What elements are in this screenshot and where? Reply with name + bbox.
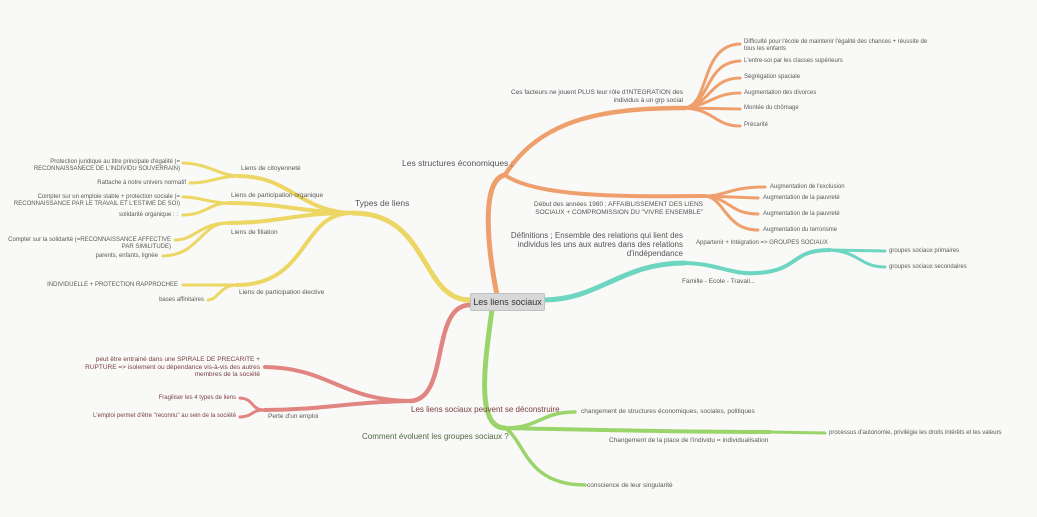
node-definitions[interactable]: Définitions ; Ensemble des relations qui… (510, 231, 683, 258)
node-individualisation[interactable]: Changement de la place de l'individu = i… (609, 437, 769, 444)
node-debut-1980[interactable]: Début des années 1980 ; AFFAIBLISSEMENT … (534, 201, 703, 216)
leaf-bases-affinitaires[interactable]: bases affinitaires (159, 297, 204, 303)
leaf-pauvrete-2[interactable]: Augmentation de la pauvreté (763, 211, 840, 217)
node-organique[interactable]: Liens de participation organique (231, 192, 324, 199)
leaf-ecole[interactable]: Difficulté pour l'école de maintenir l'é… (744, 39, 928, 52)
leaf-terrorisme[interactable]: Augmentation du terrorisme (763, 227, 838, 233)
leaf-exclusion[interactable]: Augmentation de l'exclusion (770, 184, 845, 190)
node-filiation[interactable]: Liens de filiation (231, 229, 278, 236)
leaf-entre-soi[interactable]: L'entre-soi par les classes supérieurs (744, 58, 843, 64)
leaf-divorces[interactable]: Augmentation des divorces (744, 90, 817, 96)
leaf-groupes-secondaires[interactable]: groupes sociaux secondaires (889, 264, 967, 270)
leaf-singularite[interactable]: conscience de leur singularité (587, 482, 673, 489)
orange-branch (485, 42, 767, 298)
node-deconstruire[interactable]: Les liens sociaux peuvent se déconstruir… (411, 405, 560, 414)
green-branch (482, 307, 827, 487)
leaf-emploi-stable[interactable]: Compter sur un emploie stable + protecti… (13, 194, 180, 207)
leaf-autonomie[interactable]: processus d'autonomie, privilégie les dr… (829, 430, 1002, 436)
leaf-pauvrete-1[interactable]: Augmentation de la pauvreté (763, 195, 840, 201)
leaf-chomage[interactable]: Montée du chômage (744, 105, 799, 111)
teal-branch (540, 248, 887, 303)
red-branch (238, 302, 473, 419)
node-groupes-evoluent[interactable]: Comment évoluent les groupes sociaux ? (362, 432, 509, 441)
node-spirale[interactable]: peut être entrainé dans une SPIRALE DE P… (85, 356, 260, 378)
node-appartenir[interactable]: Appartenir + Intégration => GROUPES SOCI… (696, 240, 828, 246)
yellow-branch (161, 161, 473, 303)
leaf-fragiliser[interactable]: Fragiliser les 4 types de liens (158, 395, 236, 401)
leaf-groupes-primaires[interactable]: groupes sociaux primaires (889, 248, 960, 254)
leaf-solidarite-affective[interactable]: Compter sur la solidarité (=RECONNAISSAN… (8, 237, 171, 250)
central-node[interactable]: Les liens sociaux (470, 293, 545, 311)
leaf-parents[interactable]: parents, enfants, lignée (95, 253, 158, 259)
leaf-segregation[interactable]: Ségrégation spaciale (744, 74, 801, 80)
node-famille-ecole[interactable]: Famille - Ecole - Travail... (682, 278, 756, 285)
leaf-changement-structures[interactable]: changement de structures économiques, so… (581, 408, 755, 415)
node-types-de-liens[interactable]: Types de liens (355, 198, 410, 208)
node-facteurs-integration[interactable]: Ces facteurs ne jouent PLUS leur rôle d'… (511, 89, 683, 104)
leaf-emploi-reconnu[interactable]: L'emploi permet d'être "reconnu" au sein… (93, 413, 236, 419)
node-elective[interactable]: Liens de participation élective (239, 289, 325, 296)
leaf-rattache[interactable]: Rattache à notre univers normatif (97, 180, 186, 186)
leaf-protection-juridique[interactable]: Protection juridique au titre principale… (33, 159, 180, 172)
node-structures-economiques[interactable]: Les structures économiques ; (402, 158, 514, 168)
node-citoyennete[interactable]: Liens de citoyenneté (241, 165, 301, 172)
leaf-precarite[interactable]: Précarité (744, 122, 769, 128)
leaf-solidarite-organique[interactable]: solidarité organique : : (118, 212, 178, 218)
node-perte-emploi[interactable]: Perte d'un emploi (268, 413, 319, 420)
leaf-individuelle[interactable]: INDIVIDUELLE + PROTECTION RAPPROCHEE (47, 282, 178, 288)
